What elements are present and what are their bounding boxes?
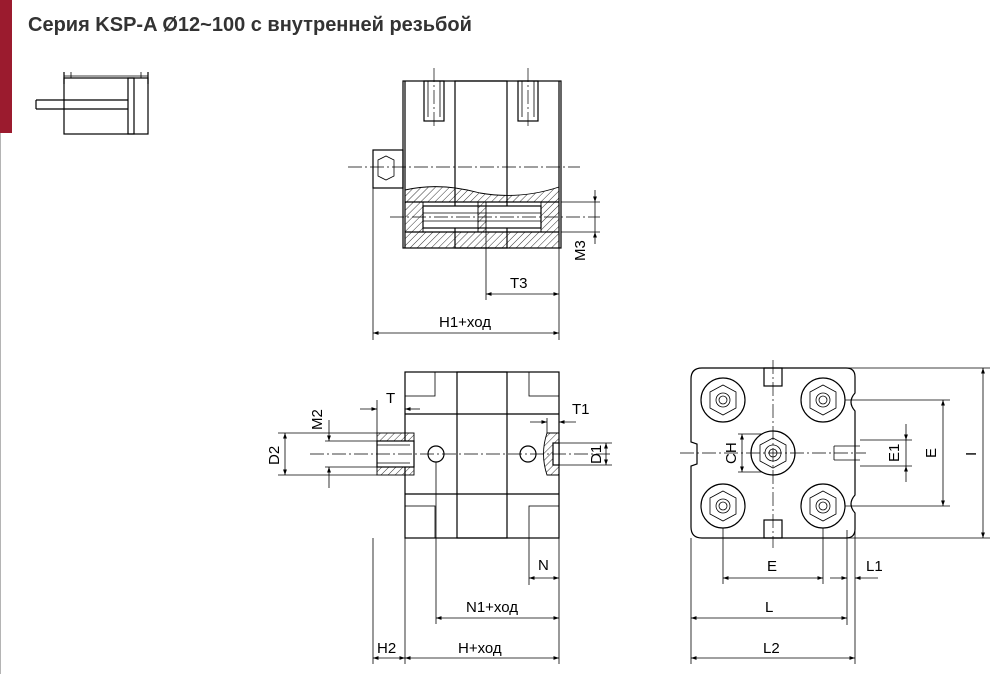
dim-d1: D1 (588, 445, 605, 464)
dim-m3: M3 (572, 240, 589, 261)
dim-l: L (765, 599, 773, 616)
dim-e-side: E (923, 448, 940, 458)
accent-bar (0, 0, 12, 133)
end-bolt-top-left (700, 377, 746, 423)
dim-h1-stroke: H1+ход (439, 314, 491, 331)
dim-d2: D2 (266, 446, 283, 465)
end-bolt-bottom-right (800, 483, 846, 529)
dim-n1-stroke: N1+ход (466, 599, 518, 616)
page-title: Серия KSP-A Ø12~100 с внутренней резьбой (28, 14, 472, 36)
dim-t: T (386, 390, 395, 407)
dim-h-stroke: H+ход (458, 640, 502, 657)
dim-ch: CH (723, 442, 740, 464)
dim-t1: T1 (572, 401, 590, 418)
dim-l2: L2 (763, 640, 780, 657)
end-bolt-bottom-left (700, 483, 746, 529)
dim-e-bottom: E (767, 558, 777, 575)
front-view-dimensions: M2 D2 T T1 D1 N N1+ход H2 H+ход (266, 390, 612, 664)
dim-l1: L1 (866, 558, 883, 575)
dim-m2: M2 (309, 409, 326, 430)
end-view (680, 360, 866, 548)
accent-rule (0, 133, 1, 674)
end-bolt-top-right (800, 377, 846, 423)
cylinder-symbol (35, 72, 149, 135)
dim-n: N (538, 557, 549, 574)
dim-t3: T3 (510, 275, 528, 292)
end-rod-center (750, 430, 796, 476)
dim-e1: E1 (886, 444, 903, 462)
dim-i: I (963, 452, 980, 456)
front-view (310, 371, 610, 539)
top-view (348, 68, 600, 249)
top-view-dimensions: M3 T3 H1+ход (372, 188, 600, 340)
end-view-dimensions: CH E1 E I E L1 L L2 (690, 367, 990, 664)
dim-h2: H2 (377, 640, 396, 657)
